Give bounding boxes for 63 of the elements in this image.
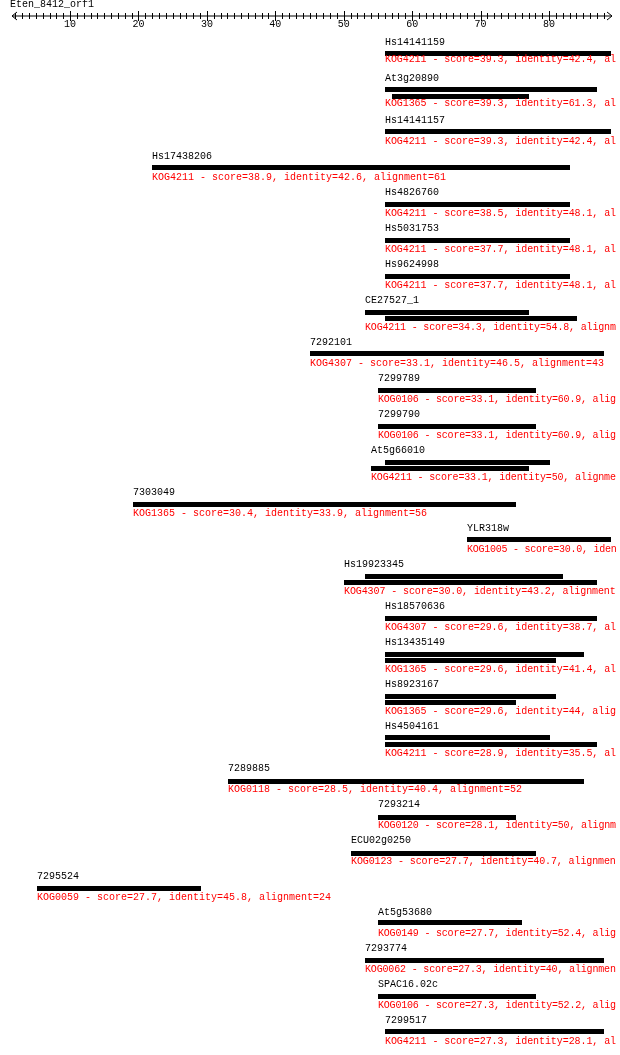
alignment-score: KOG1365 - score=29.6, identity=41.4, al: [385, 665, 616, 675]
alignment-score: KOG4211 - score=37.7, identity=48.1, al: [385, 245, 616, 255]
tick-label: 10: [64, 20, 77, 30]
tick-label: 40: [269, 20, 282, 30]
hit-name: Hs4504161: [385, 722, 439, 732]
hit-name: 7299790: [378, 410, 420, 420]
alignment-score: KOG1365 - score=39.3, identity=61.3, al: [385, 99, 616, 109]
tick-label: 70: [474, 20, 487, 30]
hit-name: Hs14141157: [385, 116, 445, 126]
hit-name: Hs4826760: [385, 188, 439, 198]
hit-name: CE27527_1: [365, 296, 419, 306]
alignment-score: KOG4211 - score=38.5, identity=48.1, al: [385, 209, 616, 219]
alignment-score: KOG4211 - score=34.3, identity=54.8, alignm: [365, 323, 616, 333]
hit-name: Hs17438206: [152, 152, 212, 162]
hit-name: 7295524: [37, 872, 79, 882]
hit-name: 7289885: [228, 764, 270, 774]
alignment-score: KOG4307 - score=30.0, identity=43.2, alignment: [344, 587, 616, 597]
alignment-score: KOG4211 - score=39.3, identity=42.4, al: [385, 55, 616, 65]
tick-label: 50: [337, 20, 350, 30]
alignment-score: KOG0118 - score=28.5, identity=40.4, alignment=52: [228, 785, 523, 795]
tick-label: 80: [543, 20, 556, 30]
hit-name: At5g53680: [378, 908, 432, 918]
hit-name: 7299789: [378, 374, 420, 384]
hit-name: 7293774: [365, 944, 407, 954]
hit-name: Hs9624998: [385, 260, 439, 270]
alignment-score: KOG0120 - score=28.1, identity=50, alignm: [378, 821, 616, 831]
alignment-score: KOG4211 - score=27.3, identity=28.1, al: [385, 1037, 616, 1047]
alignment-score: KOG0149 - score=27.7, identity=52.4, alig: [378, 929, 616, 939]
hit-name: 7299517: [385, 1016, 427, 1026]
alignment-score: KOG4307 - score=29.6, identity=38.7, al: [385, 623, 616, 633]
hit-name: At5g66010: [371, 446, 425, 456]
hit-name: Hs5031753: [385, 224, 439, 234]
hit-name: Hs13435149: [385, 638, 445, 648]
alignment-score: KOG0106 - score=27.3, identity=52.2, alig: [378, 1001, 616, 1011]
alignment-score: KOG4211 - score=38.9, identity=42.6, alignment=61: [152, 173, 447, 183]
tick-label: 20: [132, 20, 145, 30]
tick-label: 30: [200, 20, 213, 30]
hit-name: Hs19923345: [344, 560, 404, 570]
alignment-score: KOG0123 - score=27.7, identity=40.7, alignmen: [351, 857, 616, 867]
alignment-score: KOG4211 - score=33.1, identity=50, alignme: [371, 473, 616, 483]
alignment-score: KOG1365 - score=30.4, identity=33.9, alignment=56: [133, 509, 428, 519]
hit-name: SPAC16.02c: [378, 980, 438, 990]
hit-name: 7292101: [310, 338, 352, 348]
hit-name: Hs14141159: [385, 38, 445, 48]
alignment-score: KOG4307 - score=33.1, identity=46.5, alignment=43: [310, 359, 605, 369]
alignment-score: KOG0106 - score=33.1, identity=60.9, alig: [378, 395, 616, 405]
hit-name: 7303049: [133, 488, 175, 498]
alignment-score: KOG4211 - score=37.7, identity=48.1, al: [385, 281, 616, 291]
alignment-score: KOG1005 - score=30.0, iden: [467, 545, 617, 555]
hit-name: 7293214: [378, 800, 420, 810]
alignment-score: KOG1365 - score=29.6, identity=44, alig: [385, 707, 616, 717]
sequence-name: Eten_8412_orf1: [10, 0, 94, 10]
alignment-score: KOG4211 - score=28.9, identity=35.5, al: [385, 749, 616, 759]
hit-name: YLR318w: [467, 524, 509, 534]
alignment-score: KOG0106 - score=33.1, identity=60.9, alig: [378, 431, 616, 441]
alignment-score: KOG0062 - score=27.3, identity=40, alignmen: [365, 965, 616, 975]
hit-name: ECU02g0250: [351, 836, 411, 846]
tick-label: 60: [406, 20, 419, 30]
hit-name: Hs18570636: [385, 602, 445, 612]
alignment-score: KOG4211 - score=39.3, identity=42.4, al: [385, 137, 616, 147]
alignment-score: KOG0059 - score=27.7, identity=45.8, alignment=24: [37, 893, 332, 903]
hit-name: Hs8923167: [385, 680, 439, 690]
hit-name: At3g20890: [385, 74, 439, 84]
